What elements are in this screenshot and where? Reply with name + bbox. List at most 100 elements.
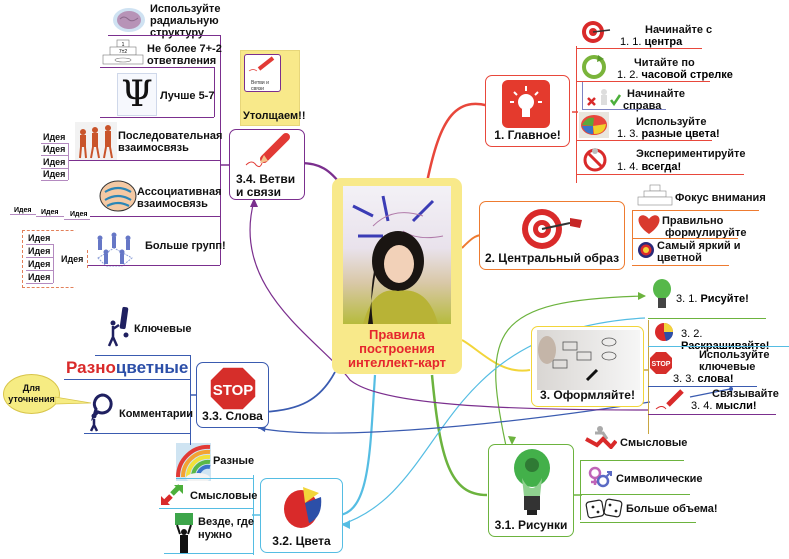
item-1-3-num: 1. 3. — [617, 128, 639, 140]
node-design[interactable]: 3. Оформляйте! — [531, 326, 644, 407]
item-1-4-num: 1. 4. — [617, 161, 639, 173]
node-main[interactable]: 1. Главное! — [485, 75, 570, 147]
dice-icon — [585, 497, 625, 521]
item-drawings-volume: Больше объема! — [626, 503, 718, 515]
exclamation-person-icon — [107, 305, 131, 347]
group-outline — [22, 230, 88, 288]
node-branches[interactable]: 3.4. Ветви и связи — [229, 129, 305, 200]
node-branches-title-line2: и связи — [236, 185, 281, 199]
item-3-4-text: мысли! — [715, 400, 757, 412]
pyramid-top-label: 1 — [122, 42, 125, 48]
target-dart-icon — [580, 19, 612, 45]
item-colors-meaningful: Смысловые — [190, 490, 258, 502]
running-man-arrow-icon — [585, 425, 618, 450]
item-radial-line2: радиальную — [150, 15, 219, 27]
item-3-1: 3. 1. Рисуйте! — [676, 293, 749, 305]
item-words-colorful-part1: Разно — [66, 358, 116, 377]
node-drawings[interactable]: 3.1. Рисунки — [488, 444, 574, 537]
item-3-1-num: 3. 1. — [676, 293, 698, 305]
item-3-4-num: 3. 4. — [691, 400, 713, 412]
node-drawings-title: 3.1. Рисунки — [494, 518, 568, 532]
node-central-image[interactable]: 2. Центральный образ — [479, 201, 625, 270]
item-1-1-text: центра — [644, 36, 683, 48]
idea-group-3: Идея — [28, 259, 51, 269]
red-pencil-small-icon — [654, 389, 688, 411]
item-1-3-line1: Используйте — [636, 116, 707, 128]
item-focus: Фокус внимания — [675, 192, 766, 204]
target-dart-large-icon — [520, 206, 584, 252]
svg-text:STOP: STOP — [213, 382, 254, 399]
link-branches-to-3-4 — [249, 200, 649, 411]
node-colors[interactable]: 3.2. Цвета — [260, 478, 343, 553]
item-better-5-7: Лучше 5-7 — [160, 90, 215, 102]
item-colors-everywhere-line1: Везде, где — [198, 516, 255, 528]
callout-clarification: Для уточнения — [3, 374, 60, 414]
gender-symbols-icon — [586, 464, 612, 490]
item-3-3-line1: Используйте — [699, 349, 770, 361]
node-words[interactable]: STOP 3.3. Слова — [196, 362, 269, 428]
callout-line2: уточнения — [8, 394, 55, 404]
psi-symbol-icon: Ψ — [117, 73, 157, 116]
node-design-title: 3. Оформляйте! — [540, 388, 635, 402]
link-words-to-3-3 — [257, 401, 651, 434]
bullseye-icon — [637, 241, 655, 259]
idea-seq-4: Идея — [43, 169, 66, 179]
item-words-key: Ключевые — [134, 323, 192, 335]
idea-assoc-2: Идея — [41, 209, 59, 216]
idea-assoc-1: Идея — [14, 207, 32, 214]
pyramid-mid-label: 7±2 — [119, 49, 128, 55]
item-3-3-text: слова! — [697, 373, 734, 385]
green-lightbulb-icon — [652, 278, 672, 312]
center-node[interactable]: Правила построения интеллект-карт — [332, 178, 462, 374]
item-3-3-line3: 3. 3. слова! — [673, 373, 734, 385]
item-3-3-line2: ключевые — [699, 361, 756, 373]
item-3-4-line1: Связывайте — [712, 388, 779, 400]
idea-group-parent: Идея — [61, 254, 84, 264]
link-draw-to-3-1 — [495, 295, 646, 456]
item-3-3-num: 3. 3. — [673, 373, 695, 385]
item-radial-line1: Используйте — [150, 3, 221, 15]
item-1-1-line2: 1. 1. центра — [620, 36, 682, 48]
item-start-right-line2: справа — [623, 100, 662, 112]
node-colors-title: 3.2. Цвета — [272, 534, 331, 548]
item-1-4-line1: Экспериментируйте — [636, 148, 746, 160]
item-start-right-line1: Начинайте — [627, 88, 685, 100]
thumb-label-line1: Ветви и — [251, 80, 269, 86]
item-formulate-line1: Правильно — [662, 215, 724, 227]
pyramid-icon — [637, 184, 673, 206]
thicken-example: Ветви и связи Утолщаем!! — [240, 50, 306, 126]
item-1-2-num: 1. 2. — [617, 69, 639, 81]
brain-arrows-icon — [99, 180, 137, 212]
callout-tail — [55, 396, 92, 405]
idea-group-1: Идея — [28, 233, 51, 243]
3d-pie-chart-icon — [281, 483, 325, 529]
item-1-3-line2: 1. 3. разные цвета! — [617, 128, 720, 140]
link-center-to-colors — [339, 374, 377, 517]
network-people-icon — [92, 230, 138, 270]
item-bright-line2: цветной — [657, 252, 702, 264]
idea-assoc-3: Идея — [70, 211, 88, 218]
link-center-to-drawings — [430, 374, 488, 497]
item-3-1-text: Рисуйте! — [700, 293, 749, 305]
item-sequential-line2: взаимосвязь — [118, 142, 189, 154]
idea-seq-3: Идея — [43, 157, 66, 167]
center-title-line3: интеллект-карт — [347, 355, 447, 370]
rainbow-icon — [175, 443, 211, 483]
center-title-line2: построения — [359, 341, 435, 356]
diagonal-arrows-icon — [160, 484, 184, 506]
item-1-1-line1: Начинайте с — [645, 24, 713, 36]
clockwise-arrow-icon — [580, 53, 608, 79]
center-image — [343, 186, 451, 324]
woman-drawing-flowchart-image — [537, 330, 640, 390]
link-center-to-words — [263, 371, 336, 413]
stop-sign-small-icon: STOP — [649, 351, 673, 375]
pie-chart-icon — [654, 322, 674, 342]
thumb-pencil-icon — [248, 56, 275, 72]
red-pencil-icon — [242, 133, 292, 169]
item-1-3-text: разные цвета! — [641, 128, 720, 140]
thumb-node: Ветви и связи — [244, 54, 281, 92]
svg-text:STOP: STOP — [652, 361, 671, 368]
item-1-2-line1: Читайте по — [634, 57, 695, 69]
callout-line1: Для — [22, 383, 41, 393]
